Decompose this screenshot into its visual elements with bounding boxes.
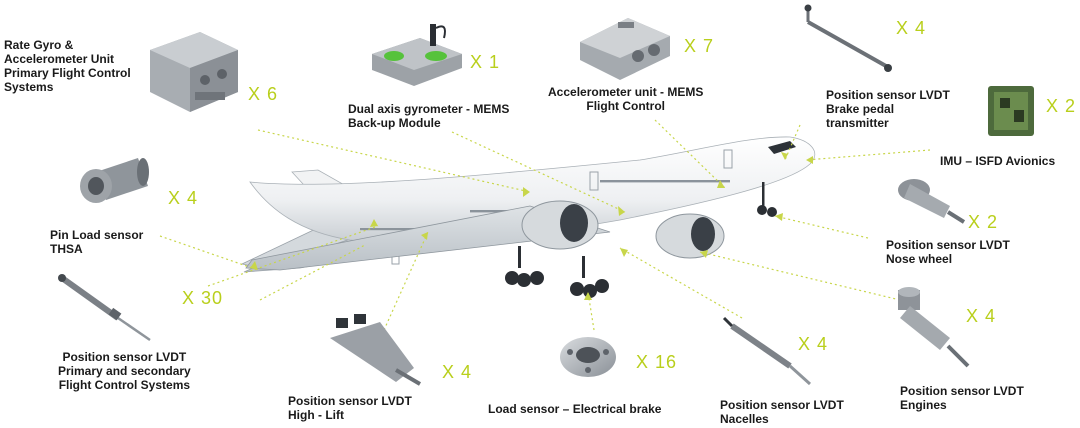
landing-gear (505, 182, 777, 298)
qty-pin-load: X 4 (168, 188, 199, 208)
label-brake-pedal: Position sensor LVDT Brake pedal transmi… (826, 88, 950, 130)
load-sensor-ring-icon (560, 337, 616, 377)
leader-markers (250, 152, 813, 300)
label-accel-unit: Accelerometer unit - MEMS Flight Control (548, 85, 704, 113)
label-nacelles: Position sensor LVDT Nacelles (720, 398, 844, 426)
rate-gyro-unit-icon (150, 32, 238, 112)
qty-accel-unit: X 7 (684, 36, 715, 56)
primary-secondary-lvdt-icon (58, 274, 151, 342)
label-dual-gyro: Dual axis gyrometer - MEMS Back-up Modul… (348, 102, 510, 130)
brake-pedal-lvdt-icon (804, 4, 892, 72)
qty-brake-pedal: X 4 (896, 18, 927, 38)
label-elec-brake: Load sensor – Electrical brake (488, 402, 662, 416)
label-imu: IMU – ISFD Avionics (940, 154, 1056, 168)
nose-wheel-lvdt-icon (898, 179, 966, 224)
cockpit-windows (768, 141, 796, 154)
dual-gyro-module-icon (372, 24, 462, 86)
label-primary-secondary: Position sensor LVDT Primary and seconda… (58, 350, 191, 392)
label-rate-gyro: Rate Gyro & Accelerometer Unit Primary F… (4, 38, 131, 94)
qty-high-lift: X 4 (442, 362, 473, 382)
qty-primary-secondary: X 30 (182, 288, 224, 308)
qty-imu: X 2 (1046, 96, 1077, 116)
engines-lvdt-icon (898, 287, 970, 368)
accelerometer-unit-icon (580, 18, 670, 80)
qty-dual-gyro: X 1 (470, 52, 501, 72)
qty-elec-brake: X 16 (636, 352, 678, 372)
qty-nose-wheel: X 2 (968, 212, 999, 232)
imu-board-icon (988, 86, 1034, 136)
label-engines: Position sensor LVDT Engines (900, 384, 1024, 412)
nacelles-lvdt-icon (722, 316, 812, 386)
pin-load-sensor-icon (80, 158, 149, 203)
label-pin-load: Pin Load sensor THSA (50, 228, 144, 256)
leader-lines (159, 119, 931, 331)
label-nose-wheel: Position sensor LVDT Nose wheel (886, 238, 1010, 266)
qty-rate-gyro: X 6 (248, 84, 279, 104)
label-high-lift: Position sensor LVDT High - Lift (288, 394, 412, 422)
qty-nacelles: X 4 (798, 334, 829, 354)
high-lift-lvdt-icon (330, 314, 422, 386)
qty-engines: X 4 (966, 306, 997, 326)
engine-left (521, 200, 599, 250)
aircraft-illustration (240, 136, 816, 298)
engine-right (655, 213, 725, 259)
